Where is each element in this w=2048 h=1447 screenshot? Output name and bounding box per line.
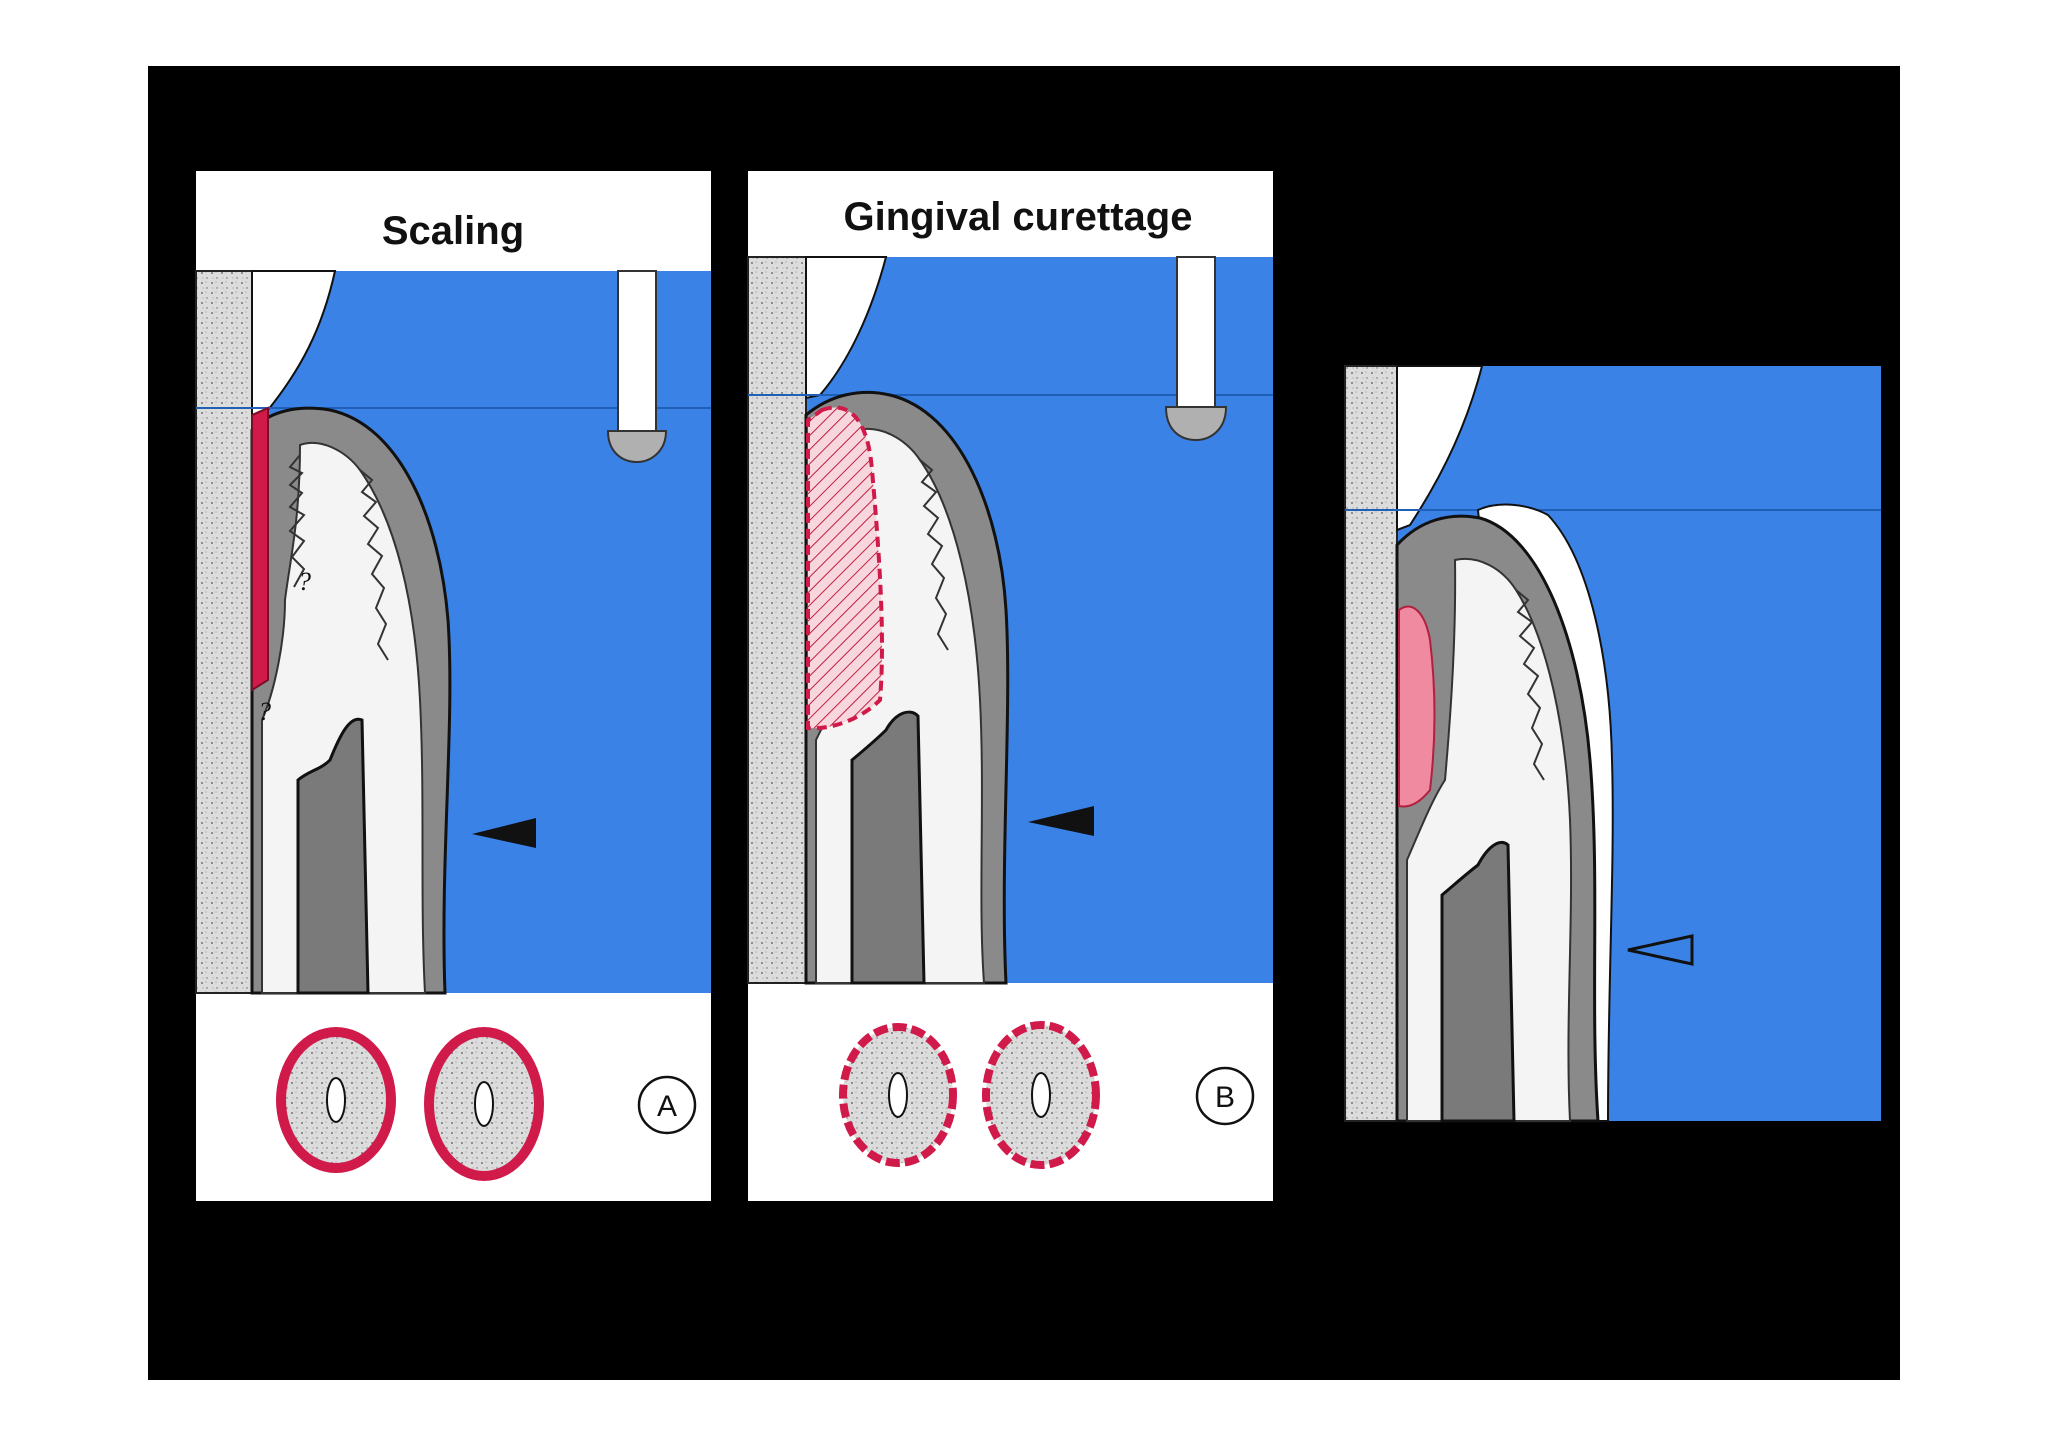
canal-oval <box>1031 1072 1051 1118</box>
tooth-root <box>1344 365 1398 1122</box>
filled-arrowhead-icon <box>472 818 536 848</box>
panel-healed <box>1344 365 1881 1123</box>
alveolar-bone <box>850 710 926 985</box>
alveolar-bone <box>296 717 370 995</box>
tooth-root <box>195 270 253 994</box>
canal-oval <box>474 1081 494 1127</box>
panel-label: B <box>1215 1081 1235 1114</box>
outline-arrowhead-icon <box>1627 934 1694 966</box>
panel-label: A <box>657 1090 677 1123</box>
probe-tip-icon <box>606 430 668 464</box>
rete-ridges-inner <box>288 454 306 588</box>
probe-shaft <box>1176 256 1216 408</box>
circled-letter-icon <box>1195 1066 1255 1126</box>
panel-scaling: Scaling ? ? A <box>195 171 711 1201</box>
question-mark: ? <box>298 567 311 596</box>
pocket-wall-red <box>251 406 269 692</box>
canal-oval <box>888 1072 908 1118</box>
canal-oval <box>326 1077 346 1123</box>
rete-ridges-outer <box>1515 589 1545 781</box>
circled-letter-icon <box>637 1075 697 1135</box>
rete-ridges-outer <box>919 459 949 651</box>
filled-arrowhead-icon <box>1028 806 1094 836</box>
probe-shaft <box>617 270 657 432</box>
panel-title: Scaling <box>382 209 524 253</box>
crown-enamel <box>1396 365 1484 532</box>
probe-tip-icon <box>1164 406 1228 442</box>
rete-ridges-outer <box>359 469 389 661</box>
tooth-root <box>747 256 807 984</box>
panel-gingival-curettage: Gingival curettage B <box>747 171 1273 1201</box>
new-attachment <box>1398 605 1436 808</box>
alveolar-bone <box>1440 841 1516 1123</box>
question-mark: ? <box>258 697 271 726</box>
panel-title: Gingival curettage <box>844 195 1193 239</box>
curetted-tissue <box>806 405 884 731</box>
